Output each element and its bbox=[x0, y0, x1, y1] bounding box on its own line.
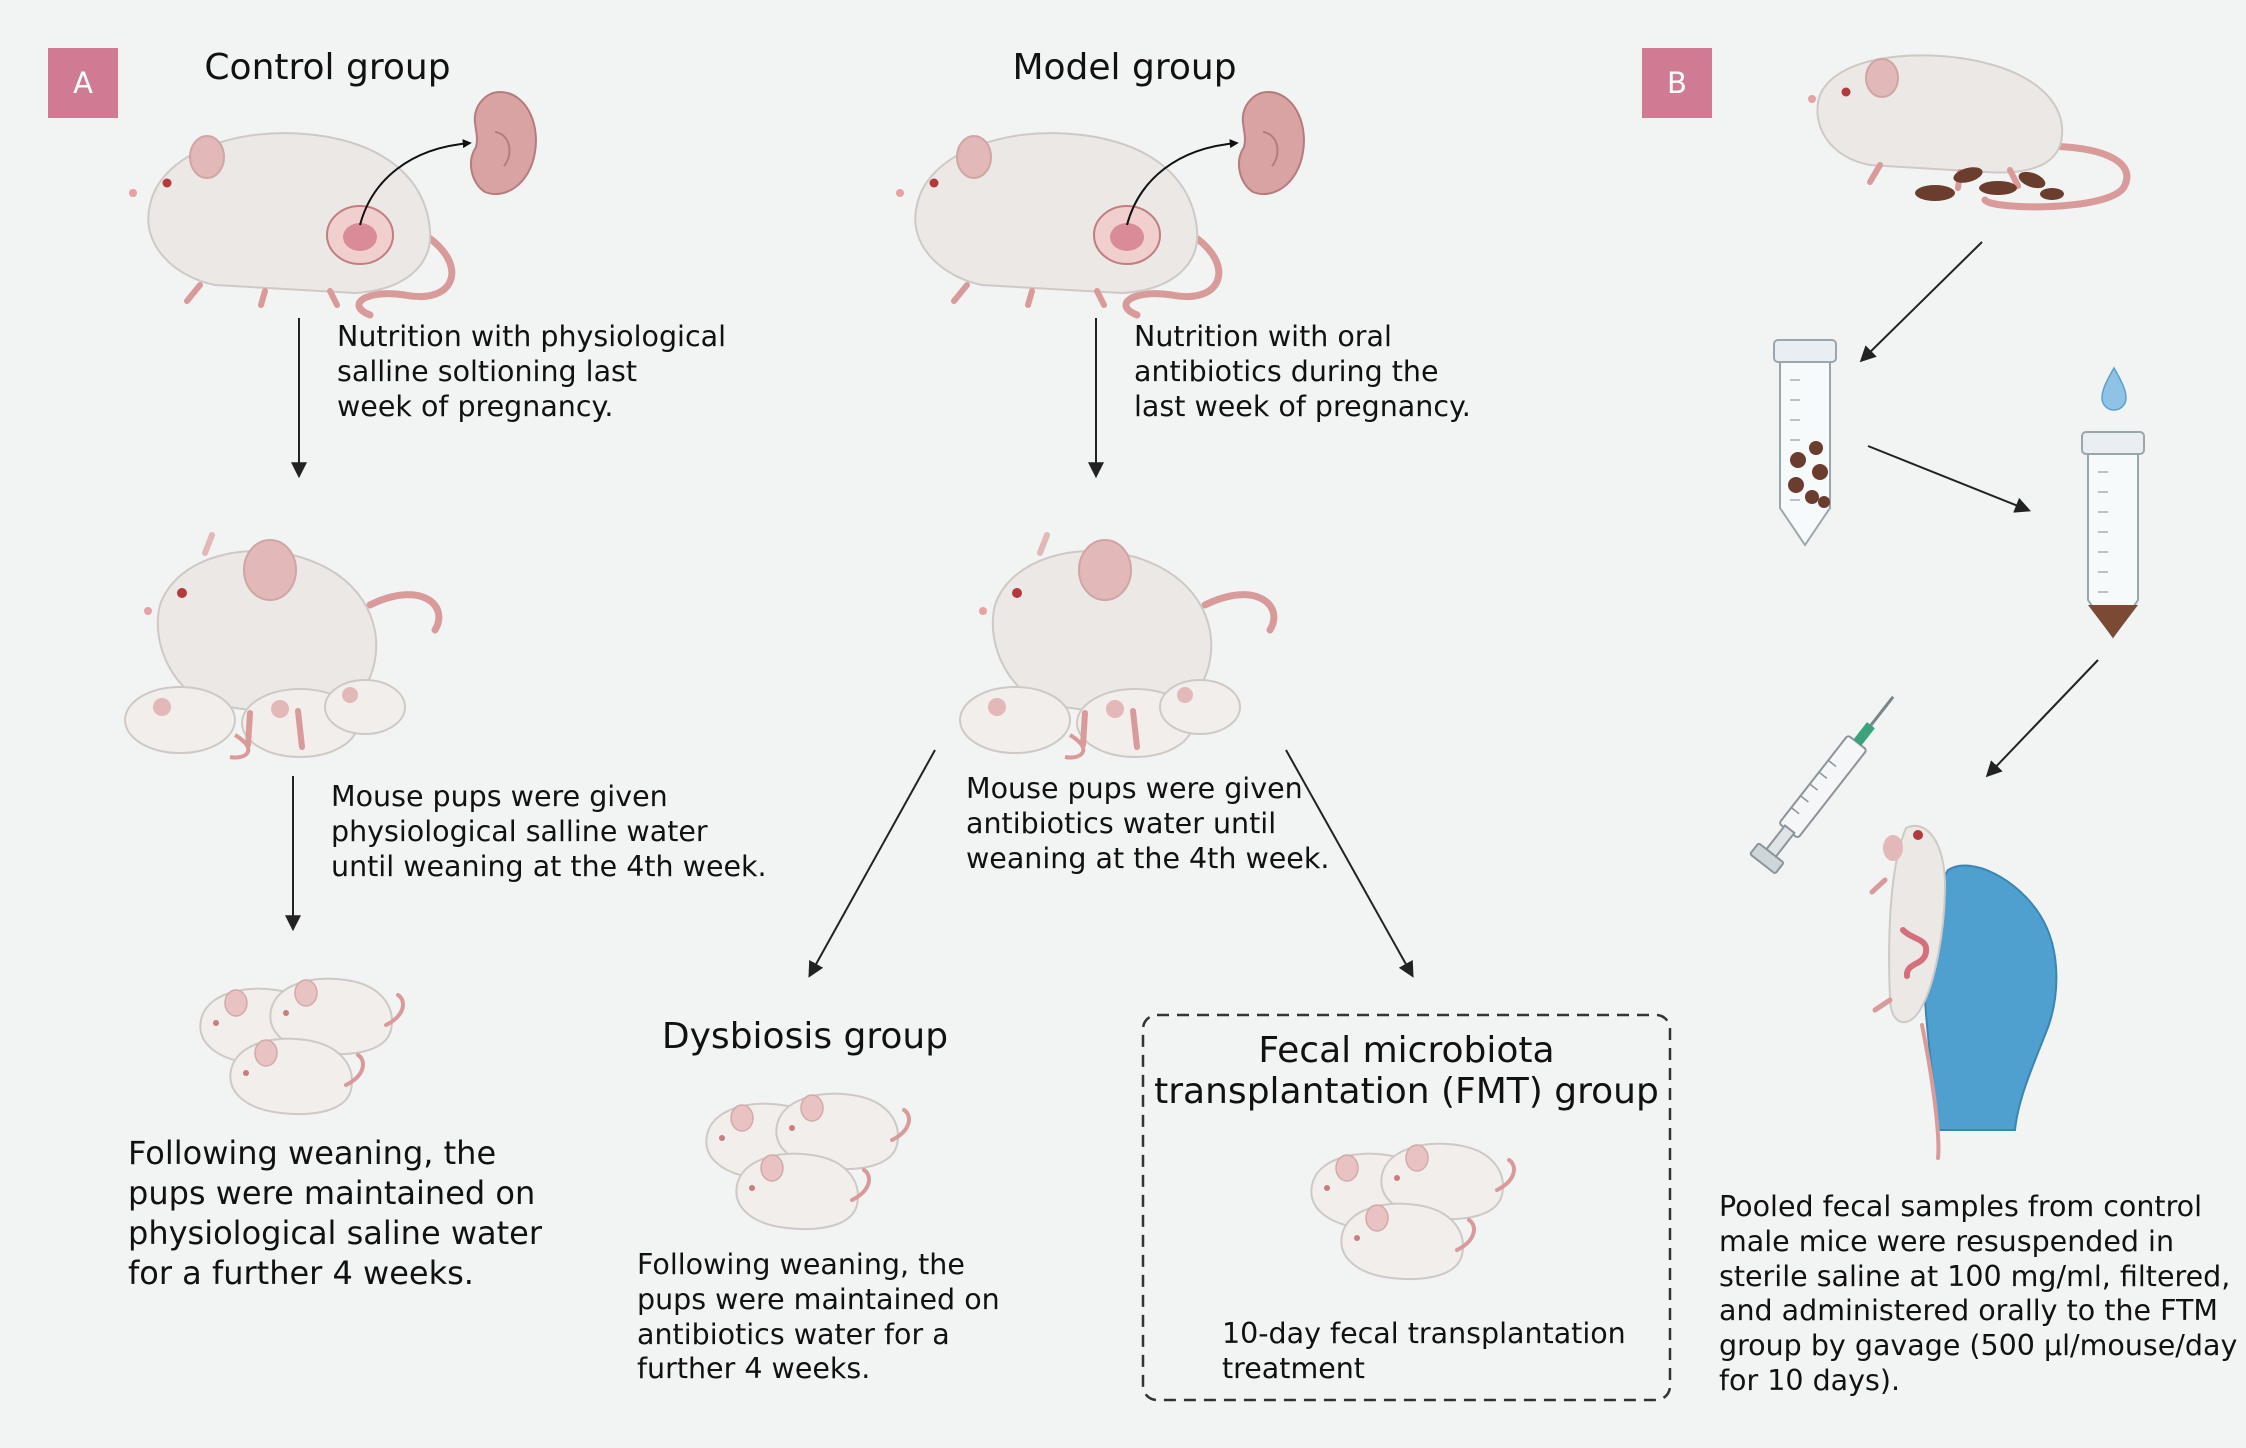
panel-b-badge: B bbox=[1642, 48, 1712, 118]
control-pregnant-mouse bbox=[129, 133, 452, 315]
control-outcome-label: Following weaning, the pups were maintai… bbox=[128, 1134, 542, 1292]
model-group-title: Model group bbox=[1012, 47, 1237, 88]
donor-mouse bbox=[1808, 54, 2131, 211]
arrow-to-gavage bbox=[1985, 659, 2099, 778]
arrow-to-tube-1 bbox=[1859, 241, 1983, 363]
control-mother-with-pups bbox=[125, 535, 439, 758]
dysbiosis-group-title: Dysbiosis group bbox=[661, 1016, 949, 1057]
control-group-title: Control group bbox=[204, 47, 451, 88]
panel-a-badge: A bbox=[48, 48, 118, 118]
dysbiosis-outcome-label: Following weaning, the pups were maintai… bbox=[637, 1248, 1000, 1386]
fmt-group-title: Fecal microbiota transplantation (FMT) g… bbox=[1154, 1030, 1659, 1113]
fmt-outcome-label: 10-day fecal transplantation treatment bbox=[1222, 1317, 1626, 1385]
fmt-juvenile-mice bbox=[1311, 1144, 1514, 1279]
model-embryo-arrow bbox=[1126, 139, 1239, 226]
model-embryo bbox=[1237, 91, 1305, 196]
oral-gavage bbox=[1749, 695, 2058, 1160]
model-step-1-label: Nutrition with oral antibiotics during t… bbox=[1134, 320, 1471, 423]
arrow-to-dysbiosis bbox=[808, 749, 936, 978]
tube-with-suspension bbox=[2081, 431, 2145, 638]
control-embryo bbox=[469, 91, 537, 196]
dysbiosis-juvenile-mice bbox=[706, 1094, 909, 1229]
control-juvenile-mice bbox=[200, 979, 403, 1114]
model-mother-with-pups bbox=[960, 535, 1274, 758]
arrow-to-tube-2 bbox=[1867, 445, 2031, 513]
saline-drop-icon bbox=[2101, 366, 2127, 411]
panel-b-description: Pooled fecal samples from control male m… bbox=[1719, 1190, 2238, 1397]
model-step-2-label: Mouse pups were given antibiotics water … bbox=[966, 772, 1330, 875]
tube-with-feces bbox=[1773, 339, 1837, 546]
control-step-1-label: Nutrition with physiological salline sol… bbox=[337, 320, 727, 423]
arrow-to-fmt bbox=[1285, 749, 1414, 978]
model-pregnant-mouse bbox=[896, 133, 1219, 315]
fecal-pellets bbox=[1915, 167, 2064, 201]
control-step-2-label: Mouse pups were given physiological sall… bbox=[331, 780, 767, 883]
control-embryo-arrow bbox=[359, 139, 472, 226]
fmt-group-box bbox=[1141, 1013, 1672, 1402]
